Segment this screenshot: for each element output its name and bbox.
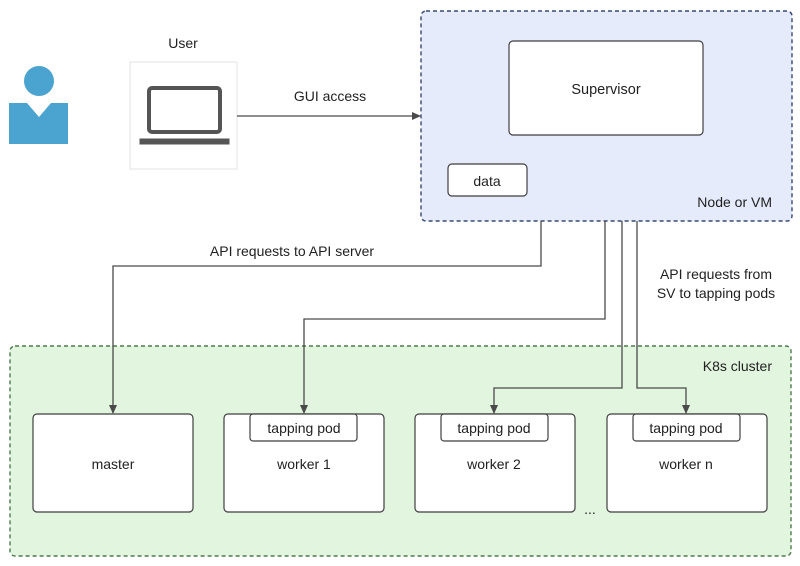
node-or-vm-label: Node or VM <box>697 194 772 210</box>
supervisor-label: Supervisor <box>571 82 640 98</box>
worker-1-tapping-pod-box <box>249 413 358 442</box>
api-to-pods-label-line-2: SV to tapping pods <box>657 285 775 301</box>
pod-request-line-worker-1 <box>300 221 606 414</box>
worker-n-tapping-pod-box <box>632 413 741 442</box>
supervisor-box <box>508 40 704 136</box>
user-label: User <box>168 35 198 51</box>
worker-2-label: worker 2 <box>466 456 521 472</box>
person-icon <box>9 66 68 144</box>
api-to-pods-label-line-1: API requests from <box>660 266 772 282</box>
laptop-icon <box>139 86 230 145</box>
worker-n-tapping-pod-label: tapping pod <box>649 420 722 436</box>
additional-workers-ellipsis: ... <box>584 501 596 517</box>
worker-1-tapping-pod-label: tapping pod <box>267 420 340 436</box>
master-node-box <box>32 413 194 513</box>
api-server-request-line <box>109 221 542 414</box>
pod-request-line-worker-n <box>636 221 690 414</box>
pod-request-line-worker-2 <box>490 221 623 414</box>
worker-2-tapping-pod-box <box>440 413 549 442</box>
worker-1-label: worker 1 <box>276 456 331 472</box>
api-to-server-label: API requests to API server <box>210 243 375 259</box>
k8s-cluster-region <box>9 345 792 557</box>
data-box <box>447 163 528 197</box>
data-label: data <box>473 173 500 189</box>
gui-access-label: GUI access <box>294 88 366 104</box>
k8s-cluster-label: K8s cluster <box>703 358 773 374</box>
master-node-label: master <box>92 456 135 472</box>
worker-n-label: worker n <box>658 456 713 472</box>
worker-2-tapping-pod-label: tapping pod <box>457 420 530 436</box>
